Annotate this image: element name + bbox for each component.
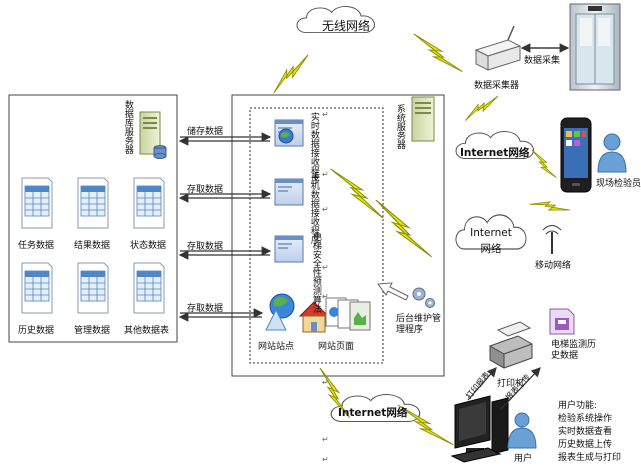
- bolt-wireless-collector: [406, 33, 470, 73]
- inspector-label: 现场检验员: [596, 179, 641, 189]
- mobile-module-label: 手机数据接收程序: [308, 172, 319, 244]
- sys-server-icon: [411, 96, 435, 142]
- report-upload-arrow: [499, 367, 541, 411]
- cloud-wireless-label: 无线网络: [322, 19, 371, 33]
- website-site-icon: [265, 293, 295, 331]
- mobile-module-icon: [274, 178, 304, 206]
- double-arrow-access1: [178, 189, 272, 203]
- double-arrow-access3: [178, 308, 264, 322]
- cloud-internet1-label: Internet网络: [460, 147, 530, 159]
- table-label-manage: 管理数据: [74, 326, 111, 336]
- label-access2: 存取数据: [187, 242, 224, 252]
- table-icon-result: [77, 177, 109, 229]
- smartphone-icon: [560, 117, 592, 193]
- table-icon-task: [21, 177, 53, 229]
- table-icon-manage: [77, 262, 109, 314]
- user-function-item: 检验系统操作: [558, 414, 613, 425]
- inspector-person-icon: [597, 133, 627, 173]
- cloud-internet3-label: Internet网络: [338, 407, 408, 419]
- history-file-icon: [549, 308, 575, 335]
- bolt-collector-internet: [464, 87, 499, 130]
- print-report-arrow: [467, 367, 497, 401]
- user-function-item: 历史数据上传: [558, 440, 613, 451]
- user-functions: 用户功能: 检验系统操作 实时数据查看 历史数据上传 报表生成与打印: [558, 400, 621, 465]
- history-file-label: 电梯监测历史数据: [551, 340, 597, 362]
- user-functions-title: 用户功能:: [558, 401, 598, 411]
- website-page-icon: [298, 297, 371, 333]
- para-mark: ↵: [322, 170, 329, 179]
- sys-modules-region: [249, 107, 384, 364]
- db-server-title: 数据库服务器: [122, 100, 133, 154]
- db-server-icon: [139, 111, 167, 159]
- table-icon-history: [21, 262, 53, 314]
- table-label-result: 结果数据: [74, 241, 111, 251]
- table-label-task: 任务数据: [18, 241, 55, 251]
- realtime-module-icon: [274, 119, 304, 147]
- para-mark: ↵: [322, 205, 329, 214]
- double-arrow-access2: [178, 246, 272, 260]
- antenna-icon: [542, 225, 562, 254]
- double-arrow-store: [178, 132, 272, 146]
- computer-icon: [450, 395, 509, 463]
- website-page-label: 网站页面: [318, 342, 355, 352]
- table-label-other: 其他数据表: [124, 326, 170, 336]
- cloud-internet2-label: Internet网络: [470, 227, 512, 255]
- gear-icon: [412, 287, 435, 308]
- predict-module-icon: [274, 235, 304, 263]
- backend-arrow: [377, 282, 409, 301]
- label-access3: 存取数据: [187, 304, 224, 314]
- para-mark: ↵: [322, 292, 329, 301]
- para-mark: ↵: [322, 263, 329, 272]
- sys-server-title: 系统服务器: [394, 104, 405, 149]
- bolt-wireless-sys: [273, 47, 309, 101]
- table-label-status: 状态数据: [130, 241, 167, 251]
- printer-icon: [489, 321, 533, 369]
- mobile-net-label: 移动网络: [535, 261, 572, 271]
- table-icon-status: [133, 177, 165, 229]
- website-site-label: 网站站点: [258, 342, 295, 352]
- para-mark: ↵: [322, 378, 329, 387]
- user-label: 用户: [514, 454, 533, 464]
- elevator-icon: [569, 3, 621, 91]
- collect-action-label: 数据采集: [524, 56, 561, 66]
- para-mark: ↵: [322, 435, 329, 444]
- backend-label: 后台维护管理程序: [396, 314, 442, 336]
- predict-module-label: 电梯安全性预测算法: [310, 232, 321, 313]
- realtime-module-label: 实时数据接收程序: [308, 112, 319, 184]
- user-function-item: 实时数据查看: [558, 427, 613, 438]
- para-mark: ↵: [322, 455, 329, 464]
- bolt-mobile: [529, 191, 571, 223]
- data-collector-icon: [474, 25, 522, 71]
- user-function-item: 报表生成与打印: [558, 453, 622, 464]
- para-mark: ↵: [322, 110, 329, 119]
- printer-label: 打印机: [497, 379, 525, 389]
- label-access1: 存取数据: [187, 185, 224, 195]
- user-person-icon: [507, 412, 537, 449]
- table-icon-other: [133, 262, 165, 314]
- collector-label: 数据采集器: [474, 81, 520, 91]
- label-store: 储存数据: [187, 127, 224, 137]
- table-label-history: 历史数据: [18, 326, 55, 336]
